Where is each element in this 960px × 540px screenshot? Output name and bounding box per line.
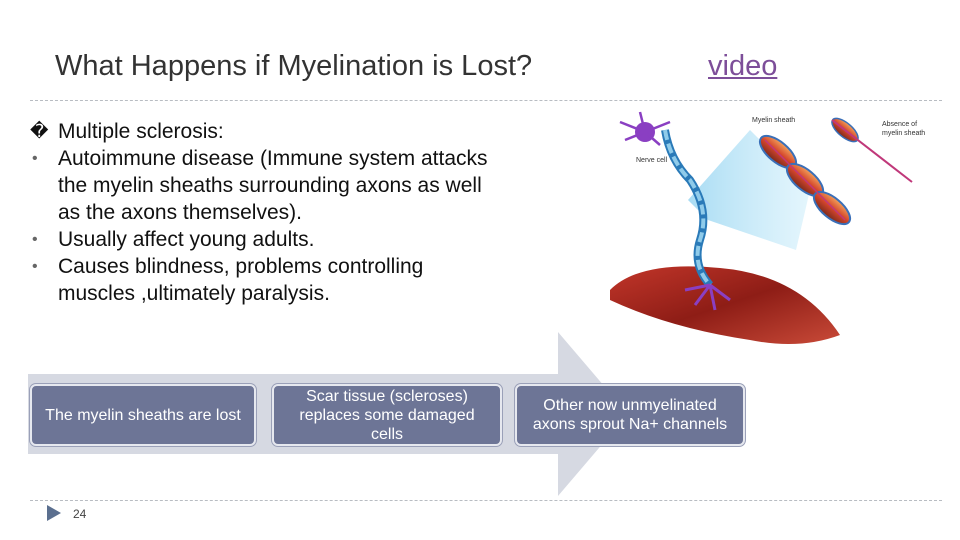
sheath-segments: [758, 117, 913, 226]
process-step-text: Scar tissue (scleroses) replaces some da…: [299, 387, 475, 443]
process-step-text: The myelin sheaths are lost: [45, 406, 241, 424]
process-step-2: Scar tissue (scleroses) replaces some da…: [272, 384, 502, 446]
list-item-text: Usually affect young adults.: [58, 228, 315, 251]
page-number: 24: [73, 507, 87, 521]
bullet-dot-icon: •: [32, 231, 38, 248]
bullet-heading-text: Multiple sclerosis:: [58, 120, 224, 143]
bullet-list: � Multiple sclerosis: • Autoimmune disea…: [30, 118, 500, 307]
nerve-endings: [684, 283, 731, 311]
video-link[interactable]: video: [708, 50, 778, 82]
nerve-cell-label: Nerve cell: [636, 157, 668, 164]
bullet-heading: � Multiple sclerosis:: [30, 118, 500, 145]
slide-title: What Happens if Myelination is Lost?: [55, 50, 533, 82]
process-step-text: Other now unmyelinated axons sprout Na+ …: [532, 397, 728, 433]
process-step-1: The myelin sheaths are lost: [30, 384, 256, 446]
bottom-divider: [30, 500, 942, 501]
top-divider: [30, 100, 942, 101]
list-item: • Causes blindness, problems controlling…: [30, 253, 500, 307]
list-item-text: Autoimmune disease (Immune system attack…: [58, 147, 488, 224]
list-item-text: Causes blindness, problems controlling m…: [58, 255, 424, 305]
muscle-shape: [610, 266, 840, 344]
absence-label-line-1: Absence of: [882, 121, 917, 128]
list-item: • Usually affect young adults.: [30, 226, 500, 253]
box-bullet-icon: �: [30, 121, 49, 141]
bullet-dot-icon: •: [32, 258, 38, 275]
footer-arrow-icon: [47, 505, 61, 521]
myelin-sheath-label: Myelin sheath: [752, 117, 795, 124]
list-item: • Autoimmune disease (Immune system atta…: [30, 145, 500, 226]
bullet-dot-icon: •: [32, 150, 38, 167]
neuron-illustration: Nerve cell Myelin sheath Absence of myel…: [610, 111, 925, 344]
absence-label-line-2: myelin sheath: [882, 130, 925, 137]
magnify-cone: [688, 130, 810, 250]
process-step-3: Other now unmyelinated axons sprout Na+ …: [515, 384, 745, 446]
